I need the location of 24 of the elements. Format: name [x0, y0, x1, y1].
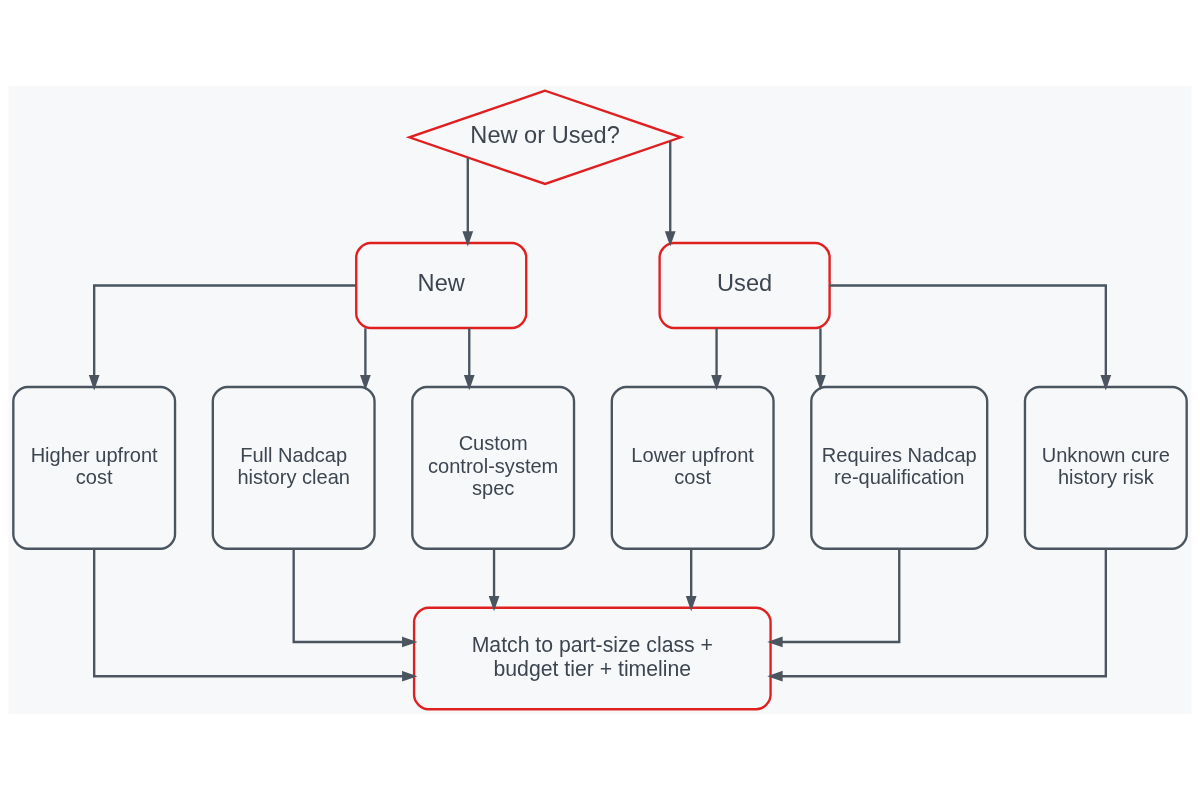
- arrow: [829, 284, 1112, 391]
- node-box: New: [355, 241, 528, 330]
- node-box: Higher upfront cost: [12, 385, 177, 550]
- arrow: [292, 548, 418, 648]
- arrow: [488, 549, 500, 612]
- node-box: Full Nadcap history clean: [211, 385, 376, 550]
- node-box: Unknown cure history risk: [1023, 385, 1188, 550]
- arrow: [767, 549, 1107, 682]
- arrow: [88, 284, 356, 391]
- node-box: Lower upfront cost: [610, 385, 775, 550]
- arrow: [664, 141, 676, 247]
- node-box: Used: [658, 241, 831, 330]
- arrow: [462, 157, 474, 247]
- node-box: Match to part-size class + budget tier + timeline: [412, 606, 772, 711]
- node-box: Requires Nadcap re-qualification: [810, 385, 989, 550]
- node-diamond: New or Used?: [405, 89, 685, 186]
- arrow: [93, 549, 418, 682]
- arrow: [685, 549, 697, 612]
- arrow: [815, 328, 826, 391]
- arrow: [711, 328, 722, 391]
- node-box: Custom control-system spec: [411, 385, 576, 550]
- arrow: [360, 328, 371, 391]
- arrow: [463, 328, 475, 391]
- arrow: [767, 548, 901, 648]
